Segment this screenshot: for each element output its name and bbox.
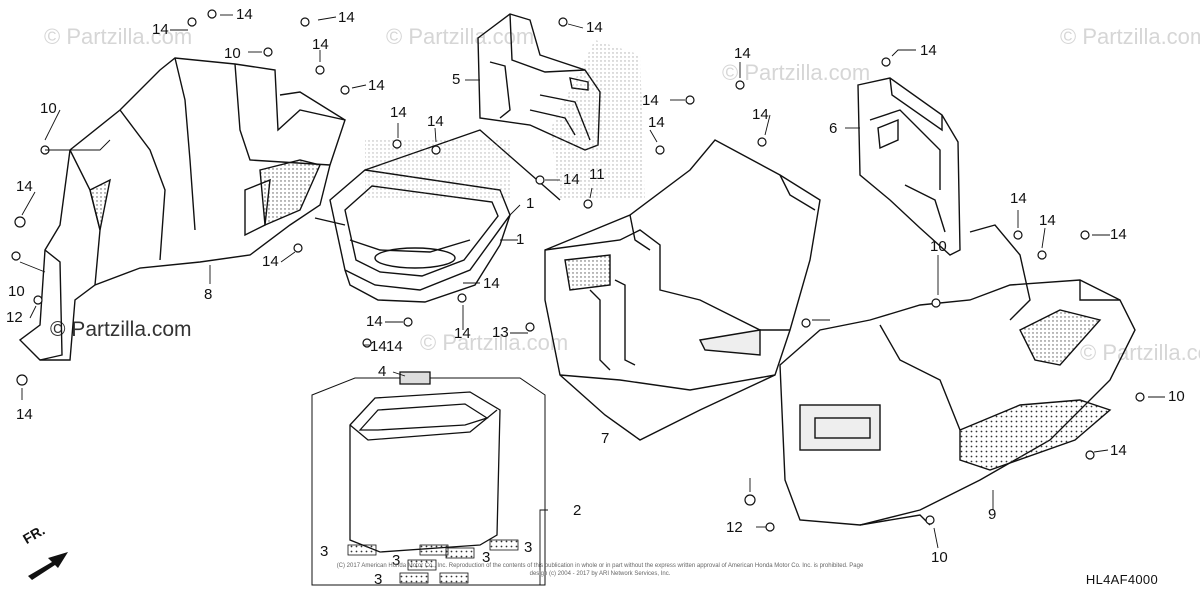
callout-label: 13 [492,324,509,341]
callout-label: 14 [454,325,471,342]
callout-label: 14 [262,253,279,270]
callout-label: 10 [40,100,57,117]
callout-label: 14 [752,106,769,123]
callout-label: 12 [6,309,23,326]
callout-label: 3 [482,549,491,566]
watermark-far-right: © Partzilla.com [1060,24,1200,49]
callout-label: 6 [829,120,838,137]
watermark-mid-right: © Partzilla.com [1080,340,1200,365]
callout-label: 7 [601,430,610,447]
front-arrow-icon [28,552,68,580]
callout-label: 12 [726,519,743,536]
callout-label: 2 [573,502,582,519]
callout-label: 14 [648,114,665,131]
callout-label: 11 [589,166,605,183]
callout-label: 10 [1168,388,1185,405]
callout-label: 8 [204,286,213,303]
right-side-cover [779,224,1136,526]
leader-lines [19,14,1165,585]
callout-label: 14 [236,6,253,23]
callout-label: 4 [378,363,387,380]
callout-label: 1 [526,195,535,212]
callout-label: 1 [516,231,525,248]
callout-label: 14 [16,178,33,195]
inner-tray [314,129,561,303]
callout-label: 10 [224,45,241,62]
callout-label: 14 [368,77,385,94]
watermark-top-right: © Partzilla.com [722,60,871,85]
callout-label: 10 [8,283,25,300]
callout-label: 5 [452,71,461,88]
callout-label: 14 [386,338,403,355]
rear-bracket [857,77,961,256]
watermark-main: © Partzilla.com [50,318,192,341]
left-side-cover [18,57,346,361]
callout-label: 14 [920,42,937,59]
callout-label: 14 [563,171,580,188]
upper-bracket [477,13,645,200]
center-floor-panel [544,139,821,441]
callout-label: 14 [427,113,444,130]
watermark-mid-center: © Partzilla.com [420,330,569,355]
callout-label: 14 [370,338,387,355]
callout-label: 14 [16,406,33,423]
watermark-top-left: © Partzilla.com [44,24,193,49]
callout-label: 3 [392,552,401,569]
callout-label: 14 [312,36,329,53]
callout-label: 9 [988,506,997,523]
callout-label: 3 [374,571,383,588]
callout-label: 14 [586,19,603,36]
callout-label: 3 [320,543,329,560]
copyright-notice: (C) 2017 American Honda Motor Co., Inc. … [336,563,864,577]
callout-label: 14 [642,92,659,109]
storage-box-group [311,371,546,586]
watermark-top-center: © Partzilla.com [386,24,535,49]
callout-label: 14 [1110,442,1127,459]
callout-label: 3 [524,539,533,556]
callout-label: 14 [390,104,407,121]
callout-label: 14 [1010,190,1027,207]
callout-label: 14 [1039,212,1056,229]
callout-label: 10 [931,549,948,566]
callout-label: 10 [930,238,947,255]
diagram-code: HL4AF4000 [1085,572,1158,587]
callout-label: 14 [152,21,169,38]
callout-label: 14 [734,45,751,62]
fasteners [11,9,1145,532]
callout-label: 14 [1110,226,1127,243]
callout-label: 14 [366,313,383,330]
callout-label: 14 [483,275,500,292]
callout-label: 14 [338,9,355,26]
